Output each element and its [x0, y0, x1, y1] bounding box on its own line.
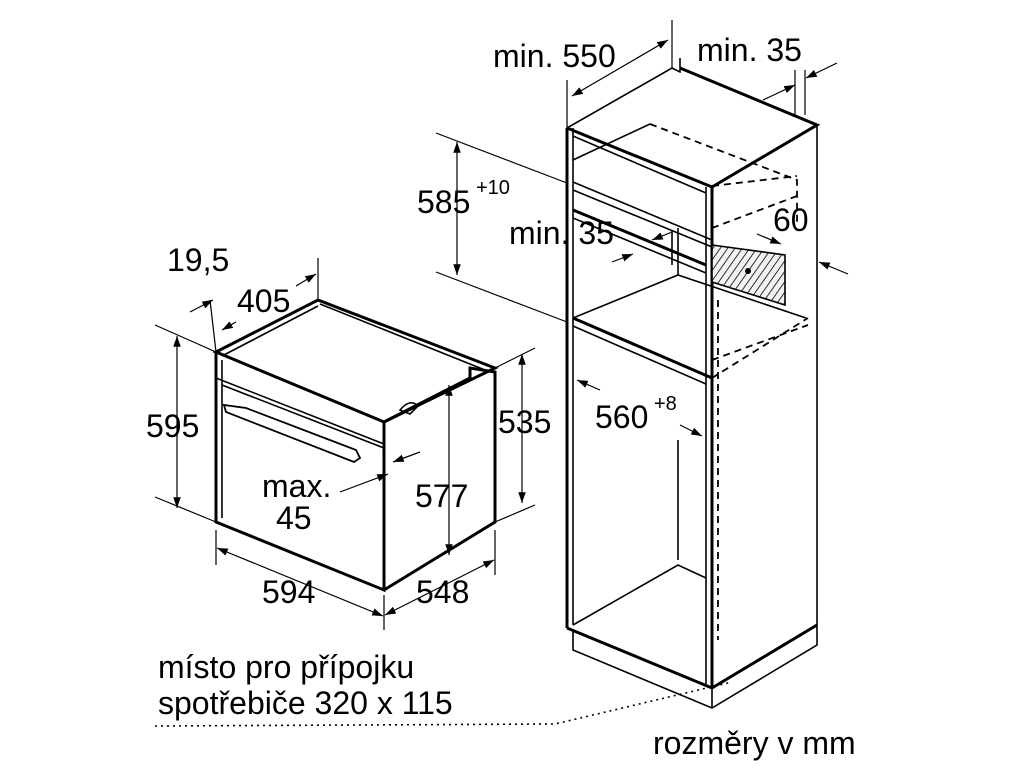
- cabinet-drawing: [565, 58, 821, 709]
- label-front-offset: 19,5: [167, 242, 229, 278]
- label-niche-width: 560: [595, 399, 648, 435]
- label-oven-width: 594: [262, 574, 315, 610]
- units-note: rozměry v mm: [653, 725, 856, 761]
- label-vent-depth: 60: [773, 202, 809, 238]
- oven-drawing: [212, 298, 499, 593]
- notes: místo pro přípojku spotřebiče 320 x 115 …: [158, 649, 856, 761]
- label-niche-width-tolerance: +8: [654, 393, 677, 415]
- label-max-line1: max.: [262, 468, 331, 504]
- label-niche-height: 585: [417, 184, 470, 220]
- label-max-line2: 45: [276, 500, 312, 536]
- dimension-arrows: [173, 39, 849, 617]
- connection-note-line1: místo pro přípojku: [158, 649, 414, 685]
- label-oven-depth: 548: [416, 574, 469, 610]
- label-oven-body-height: 535: [498, 404, 551, 440]
- label-oven-top-depth: 405: [237, 283, 290, 319]
- connection-note-line2: spotřebiče 320 x 115: [158, 685, 453, 721]
- label-cabinet-depth: min. 550: [493, 38, 616, 74]
- label-oven-inner-height: 577: [415, 478, 468, 514]
- label-back-gap: min. 35: [697, 32, 802, 68]
- dimension-labels: min. 550 min. 35 585 +10 min. 35 60 560 …: [146, 32, 809, 610]
- reference-lines: [154, 20, 806, 727]
- label-oven-height: 595: [146, 408, 199, 444]
- label-niche-height-tolerance: +10: [476, 177, 510, 199]
- label-vent-gap: min. 35: [509, 215, 614, 251]
